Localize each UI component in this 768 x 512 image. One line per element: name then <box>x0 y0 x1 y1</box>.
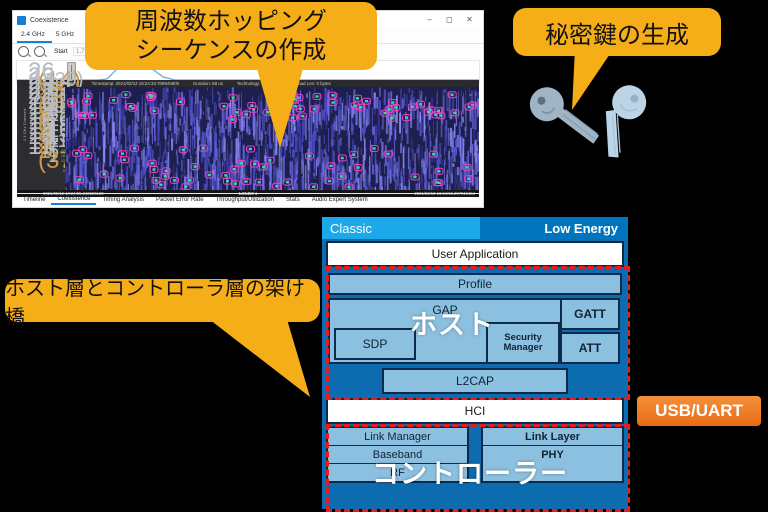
callout-tail-key <box>572 48 614 110</box>
callout-hopping-line2: シーケンスの作成 <box>136 36 327 65</box>
callout-secret-key: 秘密鍵の生成 <box>513 8 721 56</box>
callout-hopping-sequence: 周波数ホッピング シーケンスの作成 <box>85 2 377 70</box>
callout-hopping-line1: 周波数ホッピング <box>135 7 327 36</box>
callout-tail-hopping <box>255 62 305 148</box>
callout-bridge: ホスト層とコントローラ層の架け橋 <box>5 279 320 322</box>
